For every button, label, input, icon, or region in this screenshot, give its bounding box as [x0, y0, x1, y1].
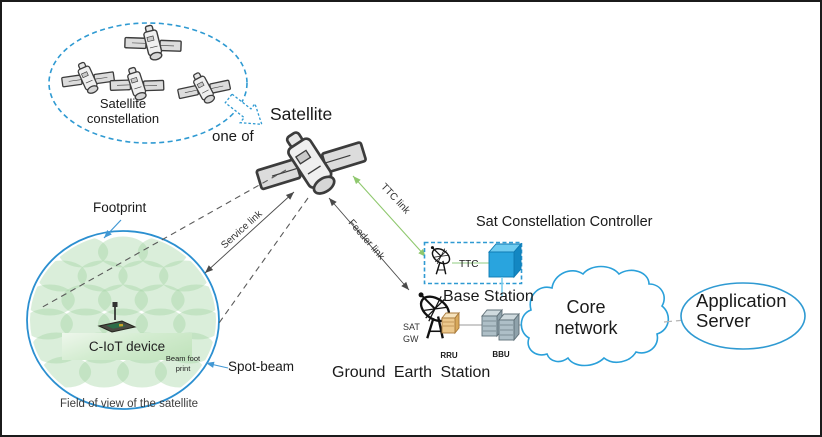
- c-iot-device-label: C-IoT device: [88, 338, 166, 354]
- footprint-circle: [26, 230, 220, 410]
- footprint-circle-fill: [27, 231, 219, 409]
- core-network-cloud: [520, 265, 670, 367]
- satellite-label: Satellite: [270, 104, 333, 124]
- service-link-arrow: [204, 191, 295, 274]
- feeder-link-arrow: [328, 197, 410, 291]
- core-network-label: Core network: [554, 297, 618, 338]
- spot-beam-pointer-arrow: [205, 361, 229, 369]
- footprint-label: Footprint: [93, 200, 147, 215]
- controller-node-icon: [488, 242, 522, 279]
- satellite-icon: [171, 60, 235, 116]
- beam-footprint-label: Beam foot print: [165, 354, 201, 373]
- controller-title: Sat Constellation Controller: [476, 214, 653, 230]
- c-iot-device-icon: [97, 302, 137, 333]
- c-iot-device-box: C-IoT device: [62, 333, 192, 360]
- field-of-view-line-right: [218, 197, 309, 324]
- rru-box-icon: [441, 311, 460, 335]
- one-of-label: one of: [212, 128, 254, 145]
- ttc-label: TTC: [459, 259, 479, 270]
- base-station-label: Base Station: [443, 288, 534, 305]
- footprint-pointer-arrow: [103, 219, 122, 239]
- satellite-icon: [119, 18, 186, 68]
- bbu-label: BBU: [492, 350, 510, 359]
- link-arrows: [103, 175, 427, 369]
- rru-label: RRU: [440, 351, 458, 360]
- constellation-ellipse: [48, 22, 248, 144]
- bbu-box-icon: [481, 308, 520, 342]
- ground-earth-station-label: Ground Earth Station: [332, 364, 491, 381]
- application-server-label: Application Server: [696, 290, 787, 332]
- field-of-view-caption: Field of view of the satellite: [60, 398, 199, 410]
- block-arrow-icon: [224, 93, 263, 126]
- constellation-label: Satellite constellation: [86, 96, 160, 126]
- application-server-ellipse: [680, 282, 806, 350]
- sat-gw-label: SAT GW: [403, 322, 420, 344]
- field-of-view-line-left: [38, 169, 287, 310]
- spot-beam-label: Spot-beam: [228, 359, 295, 374]
